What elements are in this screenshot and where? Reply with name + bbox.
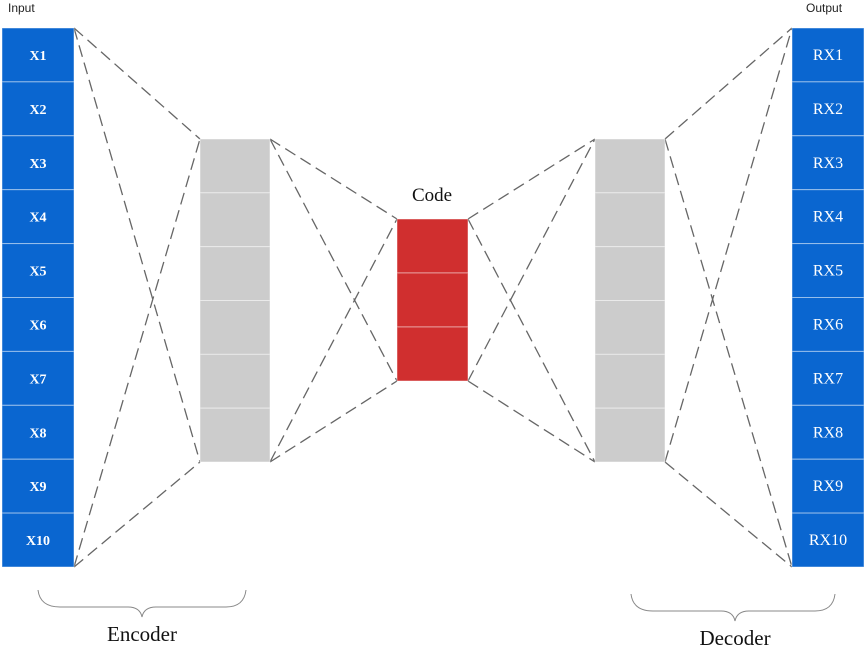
output-cell: [791, 404, 865, 460]
output-label: RX4: [813, 209, 843, 226]
output-label: RX2: [813, 101, 843, 118]
input-label: X3: [29, 157, 46, 172]
decoder-hidden-cell: [594, 353, 666, 409]
encoder-connection-line: [269, 138, 398, 382]
decoder-connection-line: [467, 380, 596, 463]
encoder-hidden-cell: [199, 407, 271, 463]
input-label: X2: [29, 103, 46, 118]
encoder-connection-line: [73, 138, 201, 568]
encoder-hidden-cell: [199, 192, 271, 248]
input-cell: [1, 512, 75, 568]
decoder-connection-line: [664, 138, 793, 568]
output-cell: [791, 512, 865, 568]
input-cell: [1, 81, 75, 137]
input-cell: [1, 189, 75, 245]
output-label: RX1: [813, 47, 843, 64]
output-label: RX6: [813, 316, 843, 333]
input-label: X5: [29, 265, 46, 280]
encoder-hidden-cell: [199, 353, 271, 409]
decoder-brace: [630, 593, 836, 622]
output-label: RX3: [813, 155, 843, 172]
connection-lines: [73, 27, 793, 568]
encoder-hidden-layer: [199, 138, 271, 463]
decoder-label: Decoder: [699, 626, 770, 648]
output-label: RX9: [813, 478, 843, 495]
output-cell: [791, 81, 865, 137]
code-cell: [396, 272, 469, 328]
encoder-connection-line: [73, 461, 201, 568]
encoder-hidden-cell: [199, 300, 271, 355]
output-cell: [791, 458, 865, 514]
output-label: RX8: [813, 424, 843, 441]
input-cell: [1, 27, 75, 83]
input-label: X10: [26, 534, 50, 549]
input-label: X8: [29, 426, 46, 441]
decoder-connection-line: [467, 138, 596, 382]
encoder-connection-line: [73, 27, 201, 463]
code-cell: [396, 218, 469, 274]
encoder-connection-line: [269, 218, 398, 463]
input-label: X1: [29, 49, 46, 64]
code-heading: Code: [412, 185, 452, 206]
input-cell: [1, 404, 75, 460]
decoder-hidden-layer: [594, 138, 666, 463]
output-label: RX5: [813, 263, 843, 280]
input-cell: [1, 350, 75, 406]
encoder-hidden-cell: [199, 138, 271, 194]
decoder-connection-line: [664, 27, 793, 140]
input-label: X4: [29, 211, 46, 226]
decoder-hidden-cell: [594, 300, 666, 355]
input-label: X7: [29, 372, 46, 387]
code-cell: [396, 326, 469, 382]
output-heading: Output: [806, 1, 843, 15]
input-cell: [1, 458, 75, 514]
decoder-connection-line: [467, 138, 596, 220]
encoder-connection-line: [269, 380, 398, 463]
input-cell: [1, 135, 75, 191]
encoder-connection-line: [73, 27, 201, 140]
input-heading: Input: [8, 1, 35, 15]
decoder-connection-line: [467, 218, 596, 463]
output-cell: [791, 27, 865, 83]
input-label: X6: [29, 318, 46, 333]
encoder-hidden-cell: [199, 246, 271, 302]
decoder-connection-line: [664, 27, 793, 463]
decoder-hidden-cell: [594, 192, 666, 248]
encoder-connection-line: [269, 138, 398, 220]
output-cell: [791, 350, 865, 406]
output-label: RX10: [809, 532, 847, 549]
encoder-label: Encoder: [107, 622, 177, 646]
decoder-hidden-cell: [594, 246, 666, 302]
encoder-brace: [37, 589, 247, 618]
decoder-hidden-cell: [594, 138, 666, 194]
code-layer: [396, 218, 469, 382]
decoder-hidden-cell: [594, 407, 666, 463]
decoder-connection-line: [664, 461, 793, 568]
output-cell: [791, 297, 865, 352]
output-label: RX7: [813, 370, 843, 387]
input-label: X9: [29, 480, 46, 495]
